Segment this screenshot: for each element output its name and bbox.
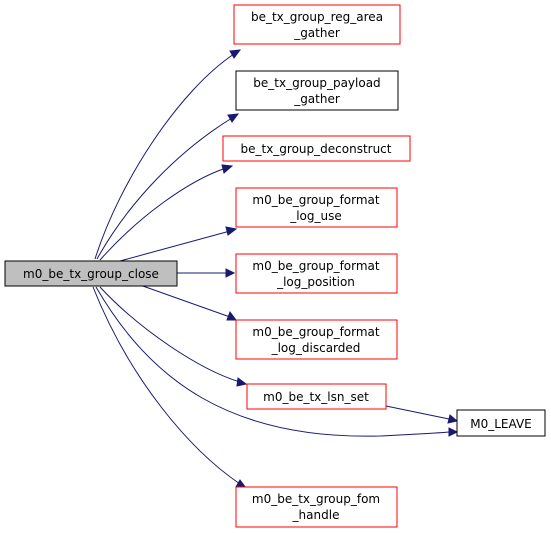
edge-root-to-reg-area-gather [94,49,242,260]
node-m0-be-group-format-log-position[interactable]: m0_be_group_format _log_position [235,253,398,294]
edges [92,49,459,489]
node-m0-leave[interactable]: M0_LEAVE [456,409,546,437]
node-label-line-1: m0_be_group_format [252,325,380,339]
node-m0-be-tx-group-fom-handle[interactable]: m0_be_tx_group_fom _handle [235,486,398,528]
node-label-line-1: be_tx_group_reg_area [251,10,383,24]
node-label-line-1: m0_be_group_format [252,259,380,273]
node-m0-be-tx-group-close[interactable]: m0_be_tx_group_close [4,260,178,287]
node-label: M0_LEAVE [470,417,532,431]
node-be-tx-group-deconstruct[interactable]: be_tx_group_deconstruct [222,135,411,162]
node-label-line-1: m0_be_group_format [252,193,380,207]
node-m0-be-group-format-log-use[interactable]: m0_be_group_format _log_use [235,187,398,228]
node-m0-be-tx-lsn-set[interactable]: m0_be_tx_lsn_set [246,383,387,410]
edge-root-to-payload-gather [96,113,240,260]
node-label: m0_be_tx_lsn_set [263,390,369,404]
node-label-line-2: _gather [293,92,340,106]
node-label-line-2: _handle [292,508,340,522]
edge-root-to-format-log-use [119,226,238,262]
edge-lsn-set-to-m0-leave [385,405,459,424]
node-label: m0_be_tx_group_close [23,267,159,281]
edge-root-to-format-log-discarded [139,284,237,321]
node-m0-be-group-format-log-discarded[interactable]: m0_be_group_format _log_discarded [235,319,398,360]
node-be-tx-group-payload-gather[interactable]: be_tx_group_payload _gather [235,70,399,111]
edge-root-to-lsn-set [99,286,248,387]
edge-root-to-m0-leave [95,286,459,437]
node-label-line-2: _log_discarded [271,341,361,355]
node-label-line-2: _gather [293,26,340,40]
node-label-line-1: be_tx_group_payload [253,76,380,90]
node-be-tx-group-reg-area-gather[interactable]: be_tx_group_reg_area _gather [233,4,401,45]
node-label: be_tx_group_deconstruct [240,142,391,156]
edge-root-to-deconstruct [99,164,234,261]
edge-root-to-format-log-position [177,268,236,278]
node-label-line-2: _log_position [276,275,355,289]
node-label-line-1: m0_be_tx_group_fom [252,492,380,506]
node-label-line-2: _log_use [289,209,342,223]
